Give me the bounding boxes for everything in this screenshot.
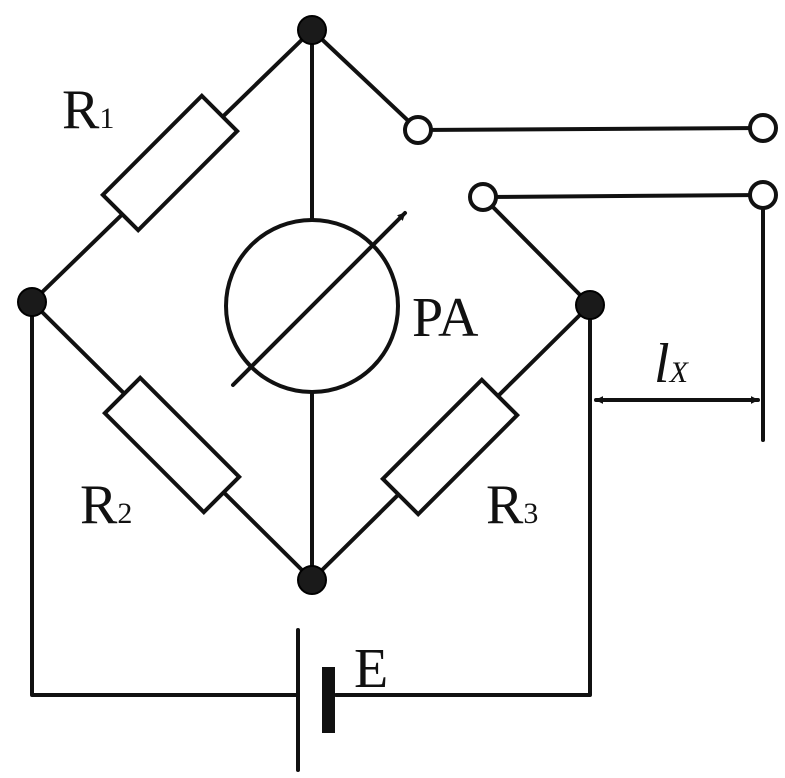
- label-meter: PA: [412, 287, 479, 349]
- node-left: [17, 287, 47, 317]
- label-r2: R2: [80, 474, 132, 536]
- battery-short-plate: [322, 667, 335, 733]
- node-top: [297, 15, 327, 45]
- resistor-r1: [99, 92, 241, 234]
- terminal-lower-right: [748, 180, 778, 210]
- resistor-r3: [379, 376, 521, 518]
- wire-right-to-terminal: [481, 195, 592, 307]
- wire-output-upper: [416, 126, 765, 132]
- label-source: E: [354, 638, 388, 700]
- wire-top-to-terminal: [310, 28, 420, 132]
- label-r3: R3: [486, 474, 538, 536]
- label-r1: R1: [62, 79, 114, 141]
- wire-battery-left: [30, 300, 300, 697]
- terminal-upper-right: [748, 113, 778, 143]
- terminal-upper-left: [403, 115, 433, 145]
- node-bottom: [297, 565, 327, 595]
- wire-battery-right: [334, 303, 592, 697]
- resistor-r2: [101, 374, 243, 516]
- wire-output-lower: [481, 193, 765, 199]
- label-lx: lX: [654, 333, 690, 395]
- node-right: [575, 290, 605, 320]
- ammeter-arrow: [231, 211, 407, 387]
- terminal-lower-left: [468, 182, 498, 212]
